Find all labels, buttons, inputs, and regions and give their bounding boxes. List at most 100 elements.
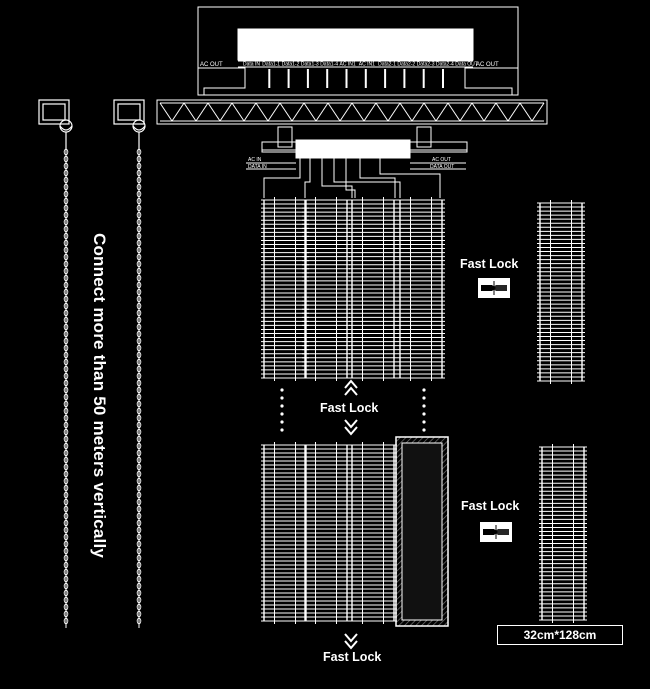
chain-link <box>136 512 142 520</box>
chain-link <box>63 253 69 261</box>
chain-link <box>136 372 142 380</box>
chain-link <box>63 554 69 562</box>
chain-link <box>63 442 69 450</box>
chain-link <box>136 421 142 429</box>
truss-brace <box>531 102 545 122</box>
truss-brace <box>423 102 437 122</box>
ac-out-small-label: AC OUT <box>432 157 451 163</box>
ac-out-right-label: AC OUT <box>476 62 499 68</box>
chain-link <box>136 603 142 611</box>
chain-link <box>63 379 69 387</box>
truss-brace <box>459 102 473 122</box>
truss-brace <box>411 102 425 122</box>
truss-brace <box>363 102 377 122</box>
fast-lock-connector-icon-bottom <box>480 522 512 542</box>
controller-port-label: Data2-4 <box>436 62 454 68</box>
fast-lock-label-right-top: Fast Lock <box>460 257 519 271</box>
truss-brace <box>447 102 461 122</box>
chain-link <box>63 449 69 457</box>
chain-link <box>63 547 69 555</box>
chain-link <box>136 505 142 513</box>
led-module-top <box>302 197 350 381</box>
truss-brace <box>375 102 389 122</box>
ac-in-label: AC IN <box>248 157 262 163</box>
data-in-label: DATA IN <box>248 164 267 170</box>
controller-port-label: AC IN1 <box>340 62 356 68</box>
chain-link <box>136 176 142 184</box>
chain-link <box>63 337 69 345</box>
chain-link <box>136 274 142 282</box>
data-out-label: DATA OUT <box>430 164 454 170</box>
chain-link <box>136 295 142 303</box>
left-cable <box>203 67 246 95</box>
chain-link <box>63 582 69 590</box>
chain-link <box>136 316 142 324</box>
hanging-clamp-right <box>113 99 146 150</box>
led-module-top <box>397 197 445 381</box>
chain-link <box>63 316 69 324</box>
truss-brace <box>303 102 317 122</box>
chain-link <box>63 183 69 191</box>
chain-link <box>136 400 142 408</box>
chain-link <box>63 561 69 569</box>
truss-frame <box>156 99 548 125</box>
chain-link <box>136 365 142 373</box>
chain-link <box>63 540 69 548</box>
chain-link <box>136 610 142 618</box>
hanging-bar-clamp-right <box>416 126 432 148</box>
chain-link <box>136 309 142 317</box>
chain-link <box>63 596 69 604</box>
controller-port-label: Data1-1 <box>262 62 280 68</box>
truss-brace <box>483 102 497 122</box>
chain-link <box>63 421 69 429</box>
chain-link <box>63 204 69 212</box>
chain-link <box>63 197 69 205</box>
vertical-connection-label: Connect more than 50 meters vertically <box>90 233 109 559</box>
chain-link <box>136 547 142 555</box>
chain-link <box>136 358 142 366</box>
truss-brace <box>291 102 305 122</box>
chain-link <box>63 512 69 520</box>
led-module-top <box>349 197 397 381</box>
chain-link <box>136 407 142 415</box>
truss-brace <box>219 102 233 122</box>
chain-link <box>63 323 69 331</box>
chain-link <box>136 491 142 499</box>
truss-brace <box>399 102 413 122</box>
controller-outer-frame <box>197 6 519 96</box>
chain-link <box>63 428 69 436</box>
chain-link <box>136 302 142 310</box>
chain-link <box>136 477 142 485</box>
chain-link <box>136 190 142 198</box>
highlighted-module <box>395 436 449 627</box>
led-module-bottom <box>261 442 309 624</box>
chain-link <box>136 449 142 457</box>
hanging-chains <box>63 148 142 628</box>
chain-link <box>63 589 69 597</box>
chain-link <box>136 330 142 338</box>
chain-link <box>136 435 142 443</box>
led-module-bottom <box>349 442 397 624</box>
chain-link <box>136 470 142 478</box>
truss-brace <box>339 102 353 122</box>
chain-link <box>63 358 69 366</box>
controller-port-pins <box>268 69 444 88</box>
chain-link <box>63 232 69 240</box>
hanging-bar-clamp-left <box>277 126 293 148</box>
chain-link <box>136 540 142 548</box>
fast-lock-label-middle: Fast Lock <box>320 401 379 415</box>
chain-link <box>63 435 69 443</box>
chain-link <box>136 148 142 156</box>
module-cables <box>263 158 441 198</box>
chain-link <box>63 218 69 226</box>
chain-link <box>63 505 69 513</box>
chain-link <box>63 603 69 611</box>
truss-brace <box>495 102 509 122</box>
chain-link <box>63 351 69 359</box>
chain-link <box>136 442 142 450</box>
chain-link <box>136 246 142 254</box>
chain-link <box>63 414 69 422</box>
chain-link <box>63 246 69 254</box>
chain-link <box>63 400 69 408</box>
